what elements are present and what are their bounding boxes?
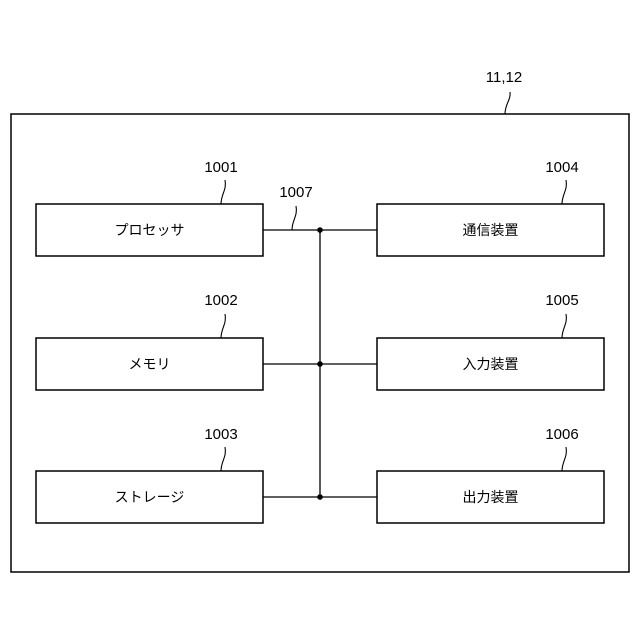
bus-junction [317, 361, 323, 367]
bus-leader [292, 206, 296, 230]
processor-label: プロセッサ [115, 223, 185, 239]
bus-junction [317, 494, 323, 500]
memory-ref: 1002 [204, 292, 237, 309]
processor-ref: 1001 [204, 159, 237, 176]
processor-leader [221, 180, 225, 204]
storage-ref: 1003 [204, 426, 237, 443]
input-device-ref: 1005 [545, 292, 578, 309]
output-device-leader [562, 447, 566, 471]
input-device-leader [562, 314, 566, 338]
communication-device-leader [562, 180, 566, 204]
bus-ref: 1007 [279, 184, 312, 201]
output-device-ref: 1006 [545, 426, 578, 443]
storage-leader [221, 447, 225, 471]
memory-label: メモリ [129, 357, 171, 373]
output-device-label: 出力装置 [463, 490, 519, 506]
storage-label: ストレージ [115, 490, 185, 506]
memory-leader [221, 314, 225, 338]
communication-device-ref: 1004 [545, 159, 578, 176]
device-frame-ref: 11,12 [486, 69, 522, 86]
bus-junction [317, 227, 323, 233]
device-frame-leader [505, 92, 510, 114]
input-device-label: 入力装置 [463, 357, 519, 373]
communication-device-label: 通信装置 [463, 223, 519, 239]
